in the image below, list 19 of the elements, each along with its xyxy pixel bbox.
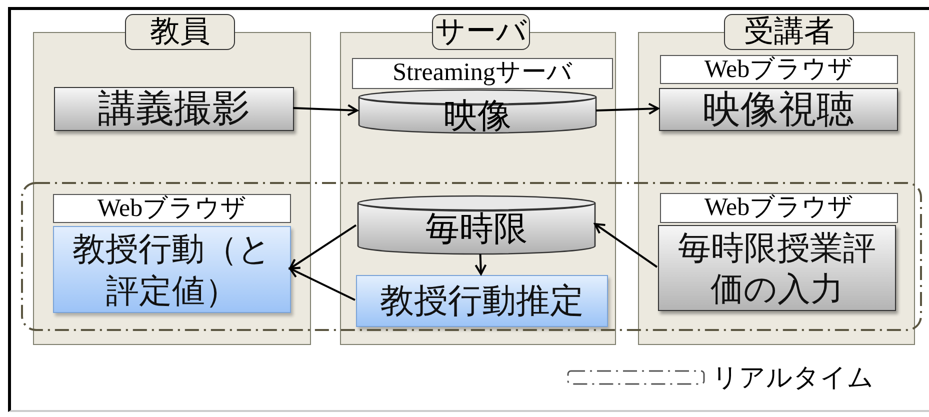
process-box: 講義撮影 — [54, 87, 294, 131]
arrow — [289, 224, 357, 270]
result-box: 教授行動推定 — [356, 275, 608, 327]
legend-label: リアルタイム — [712, 363, 874, 393]
column-heading: 教員 — [125, 14, 235, 50]
column-heading: サーバ — [432, 14, 530, 50]
process-box: 映像視聴 — [659, 88, 898, 131]
arrow — [474, 254, 487, 275]
label-box: Streamingサーバ — [352, 58, 613, 89]
arrow — [289, 266, 356, 301]
label-box: Webブラウザ — [660, 55, 898, 84]
result-box: 教授行動（と評定値） — [53, 226, 291, 313]
label-box: Webブラウザ — [660, 193, 898, 223]
arrow — [594, 223, 658, 268]
arrow — [596, 102, 659, 115]
label-box: Webブラウザ — [53, 194, 291, 223]
arrow — [292, 104, 358, 116]
column-heading: 受講者 — [724, 14, 854, 50]
process-box: 毎時限授業評価の入力 — [658, 225, 896, 311]
